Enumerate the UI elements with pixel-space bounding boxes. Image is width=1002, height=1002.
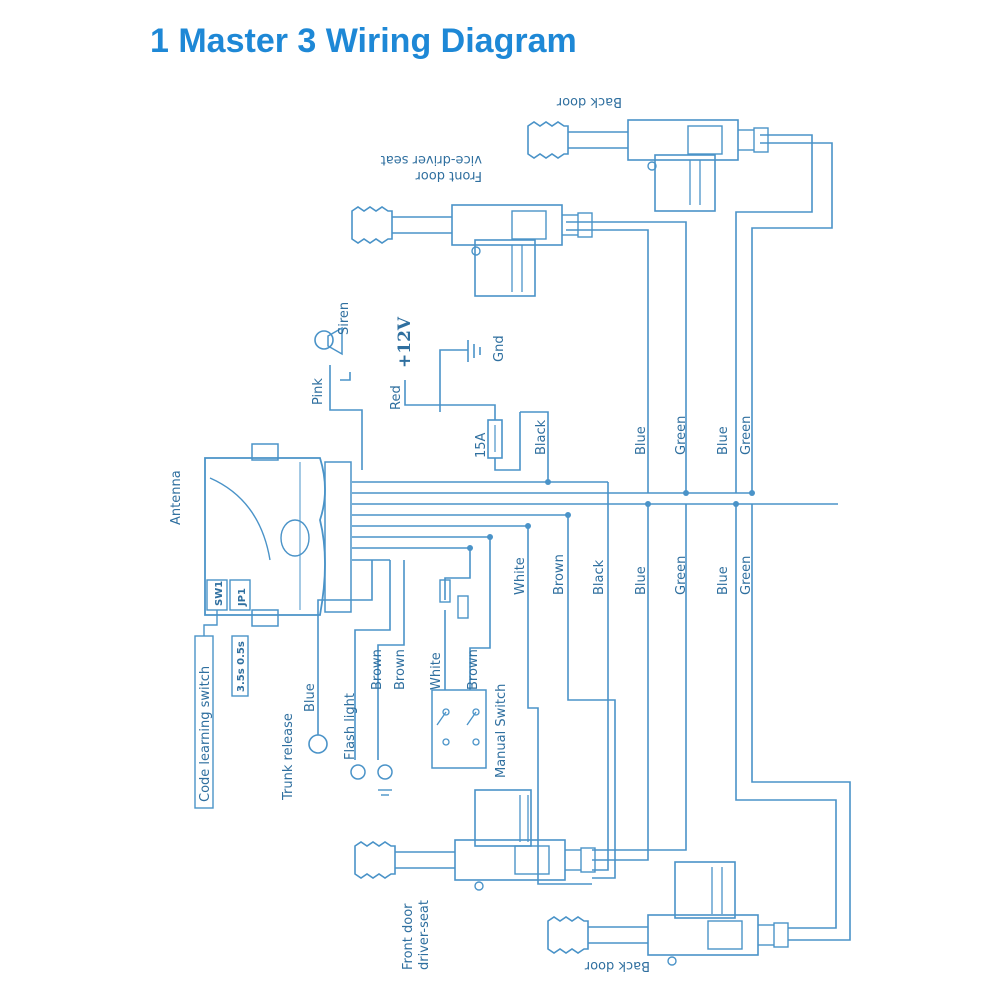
- label-front-door-vice: Front door: [415, 168, 482, 183]
- label-white-switch: White: [429, 652, 444, 690]
- label-brown-flash-2: Brown: [393, 649, 408, 690]
- label-plus12v: +12V: [395, 316, 415, 368]
- label-antenna: Antenna: [169, 470, 184, 525]
- label-blue-3: Blue: [634, 566, 649, 595]
- trunk-release-icon: [308, 734, 328, 754]
- label-code-learning-switch: Code learning switch: [198, 666, 213, 802]
- label-driver-seat: driver-seat: [417, 900, 432, 970]
- label-pink: Pink: [311, 378, 326, 405]
- label-white: White: [513, 557, 528, 595]
- label-black: Black: [592, 559, 607, 595]
- label-blue-trunk: Blue: [303, 683, 318, 712]
- label-fuse: 15A: [474, 432, 489, 458]
- flash-light-icon: [350, 764, 393, 796]
- label-gnd: Gnd: [492, 335, 507, 362]
- label-green-4: Green: [739, 556, 754, 595]
- label-brown: Brown: [552, 554, 567, 595]
- label-jp1: JP1: [237, 588, 248, 607]
- actuator-back-door-top: [527, 119, 769, 212]
- label-vice-driver-seat: vice-driver seat: [381, 152, 482, 167]
- diagram-title: 1 Master 3 Wiring Diagram: [150, 22, 577, 60]
- label-blue-4: Blue: [716, 566, 731, 595]
- label-front-door-driver: Front door: [401, 903, 416, 970]
- label-blue-2: Blue: [716, 426, 731, 455]
- label-red: Red: [389, 385, 404, 410]
- junctions: [467, 479, 755, 551]
- actuator-front-door-driver: [354, 789, 596, 891]
- label-trunk-release: Trunk release: [281, 713, 296, 801]
- label-siren: Siren: [337, 302, 352, 335]
- label-green-2: Green: [739, 416, 754, 455]
- manual-switch-icon: [431, 689, 487, 769]
- diode-icon: [439, 579, 451, 603]
- label-manual-switch: Manual Switch: [494, 684, 509, 778]
- actuator-front-door-vice: [351, 204, 593, 297]
- fuse-icon: [487, 419, 503, 459]
- label-brown-flash-1: Brown: [370, 649, 385, 690]
- label-timing: 3.5s 0.5s: [236, 641, 247, 692]
- label-back-door-bottom: Back door: [584, 958, 650, 973]
- diode-icon: [457, 595, 469, 619]
- label-black-power: Black: [534, 419, 549, 455]
- label-sw1: SW1: [214, 581, 225, 606]
- control-module: [204, 443, 352, 627]
- wires: [317, 134, 851, 941]
- label-green-3: Green: [674, 556, 689, 595]
- label-flash-light: Flash light: [343, 693, 358, 760]
- label-brown-switch: Brown: [466, 649, 481, 690]
- actuator-back-door-bottom: [547, 861, 789, 966]
- siren-icon: [314, 326, 343, 356]
- label-green-1: Green: [674, 416, 689, 455]
- label-blue-1: Blue: [634, 426, 649, 455]
- label-back-door-top: Back door: [556, 94, 622, 109]
